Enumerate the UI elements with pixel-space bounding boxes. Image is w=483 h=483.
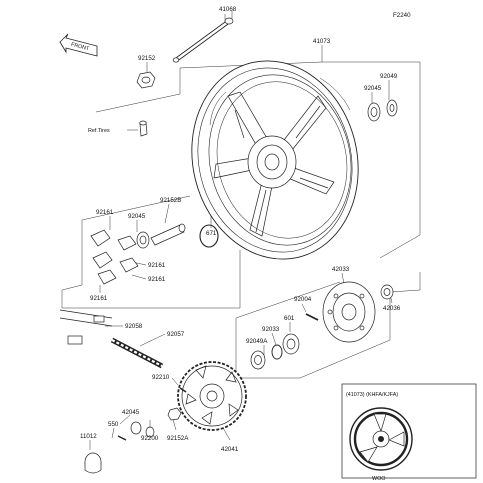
hub-stud xyxy=(305,313,319,321)
part-label-92200: 92200 xyxy=(141,435,159,442)
right-bearing xyxy=(367,99,398,122)
part-label-550: 550 xyxy=(108,421,119,428)
inset-caption: (41073) (KHFA/KJFA) xyxy=(346,392,398,398)
sprocket-hub xyxy=(322,281,376,343)
part-label-601: 601 xyxy=(284,315,295,322)
part-label-92049A: 92049A xyxy=(246,338,268,345)
part-label-41068: 41068 xyxy=(219,6,237,13)
left-bearing xyxy=(136,231,150,249)
sprocket-bolt xyxy=(179,387,187,393)
part-label-671: 671 xyxy=(206,230,217,237)
chain-adjuster xyxy=(84,421,155,474)
ref-tires-label: Ref.Tires xyxy=(88,128,110,134)
part-label-92152B: 92152B xyxy=(160,197,181,204)
part-label-92058: 92058 xyxy=(125,323,143,330)
inset-variant-box: (41073) (KHFA/KJFA) WOO xyxy=(341,383,477,482)
part-label-92004: 92004 xyxy=(294,296,312,303)
inset-code: WOO xyxy=(372,476,385,482)
part-label-11012: 11012 xyxy=(80,433,97,440)
part-label-92152-top: 92152 xyxy=(138,55,156,62)
circlip xyxy=(271,344,283,360)
part-label-42033: 42033 xyxy=(332,266,350,273)
leader-lines xyxy=(61,11,421,450)
oil-seal xyxy=(282,333,300,355)
spacer-collar xyxy=(150,223,186,246)
hub-seal xyxy=(250,350,266,370)
rear-wheel-rim xyxy=(191,60,359,260)
part-label-42036: 42036 xyxy=(383,305,401,312)
part-label-92161-c: 92161 xyxy=(148,276,166,283)
tire-valve xyxy=(139,120,148,137)
front-arrow-icon: FRONT xyxy=(59,33,98,57)
figure-code: F2240 xyxy=(393,12,411,19)
hub-collar xyxy=(380,284,394,300)
axle xyxy=(172,17,234,63)
part-label-41073: 41073 xyxy=(313,38,331,45)
drive-chain xyxy=(59,309,164,369)
part-label-92152A: 92152A xyxy=(167,435,189,442)
rear-sprocket xyxy=(177,361,247,431)
part-label-42041: 42041 xyxy=(221,446,239,453)
part-label-92210: 92210 xyxy=(152,374,170,381)
part-labels: 41068 41073 92152 92049 92045 92152B 921… xyxy=(80,6,401,453)
front-label: FRONT xyxy=(70,42,90,53)
part-label-92045-mid: 92045 xyxy=(128,213,146,220)
sprocket-nut xyxy=(167,407,182,421)
part-label-92033: 92033 xyxy=(262,326,280,333)
part-label-92049-top: 92049 xyxy=(380,73,398,80)
o-ring xyxy=(199,224,219,248)
part-label-42045: 42045 xyxy=(122,409,140,416)
part-label-92057: 92057 xyxy=(167,331,185,338)
part-label-92161-d: 92161 xyxy=(90,295,108,302)
axle-nut xyxy=(136,71,156,89)
part-label-92045-top: 92045 xyxy=(364,85,382,92)
part-label-92161-a: 92161 xyxy=(96,209,114,216)
part-label-92161-b: 92161 xyxy=(148,262,166,269)
hub-dampers xyxy=(90,229,139,285)
